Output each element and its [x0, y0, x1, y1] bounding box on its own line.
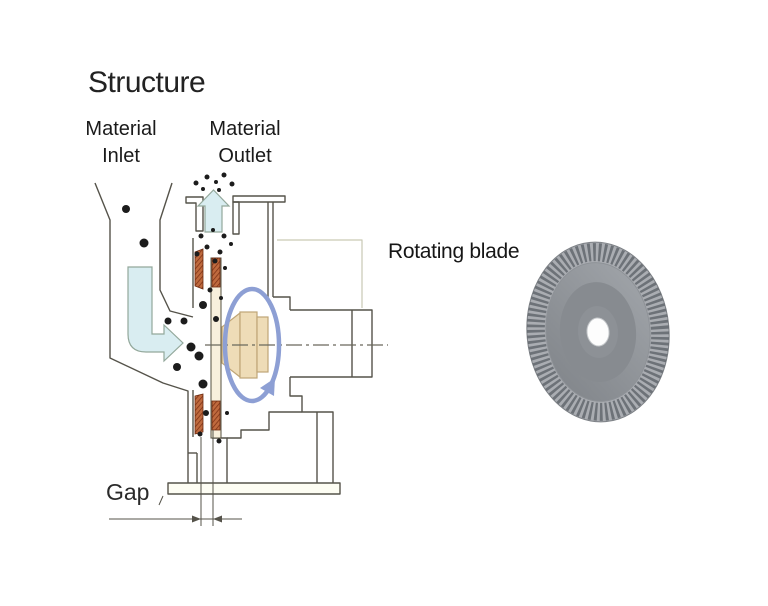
- material-inlet-line1: Material: [85, 118, 157, 140]
- stationary-blade-upper: [194, 248, 204, 290]
- material-inlet-label: Material Inlet: [76, 116, 166, 170]
- blade-teeth: [526, 243, 670, 421]
- stationary-blade-lower: [194, 393, 204, 435]
- gap-dimension: [109, 430, 242, 526]
- flow-arrows: [127, 189, 231, 363]
- base-flange: [167, 482, 341, 495]
- dim-arrow-left: [192, 515, 201, 523]
- page-title: Structure: [88, 66, 206, 99]
- rotor-blade-upper: [211, 257, 221, 288]
- material-outlet-label: Material Outlet: [198, 116, 292, 170]
- rotating-blade-label: Rotating blade: [388, 240, 520, 263]
- central-column: [185, 195, 286, 437]
- material-particles: [122, 172, 235, 444]
- rotating-blade-photo: [526, 241, 670, 423]
- blade-pads: [194, 248, 221, 435]
- shaft-housing: [267, 202, 373, 483]
- rotation-arrow-icon: [222, 286, 282, 404]
- material-outlet-line1: Material: [209, 118, 281, 140]
- dim-arrow-right: [213, 515, 222, 523]
- rotor-blade-lower: [211, 400, 221, 431]
- inlet-funnel: [94, 182, 194, 483]
- machine-cross-section: [94, 182, 373, 495]
- rear-body-outline: [277, 239, 363, 308]
- gap-label: Gap: [106, 479, 150, 505]
- blade-center-hole: [586, 317, 610, 347]
- material-outlet-line2: Outlet: [218, 145, 272, 167]
- lower-body: [188, 411, 302, 483]
- inlet-flow-arrow-icon: [127, 266, 184, 363]
- outlet-flow-arrow-icon: [196, 189, 231, 233]
- material-inlet-line2: Inlet: [102, 145, 140, 167]
